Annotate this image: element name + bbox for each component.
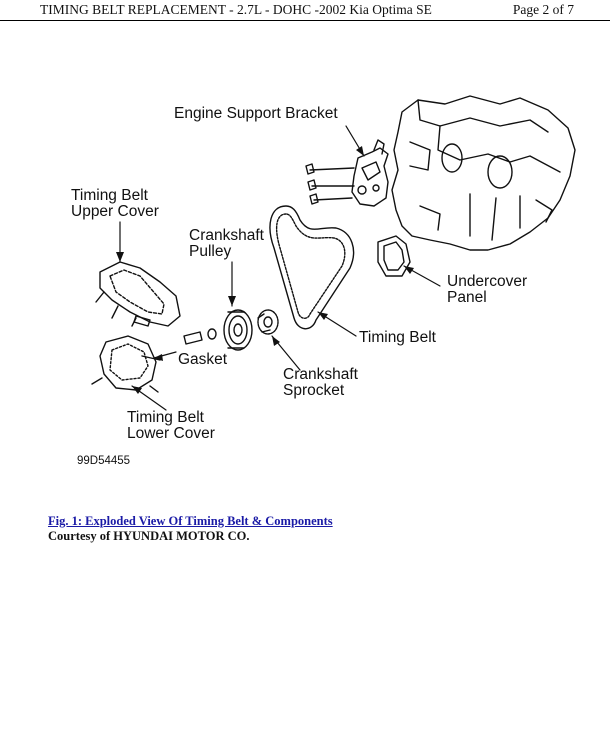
label-crankshaft-pulley-line1: Crankshaft bbox=[189, 227, 264, 244]
figure-id: 99D54455 bbox=[77, 455, 131, 467]
upper-cover-drawing bbox=[95, 261, 181, 327]
figure-caption-link[interactable]: Fig. 1: Exploded View Of Timing Belt & C… bbox=[48, 514, 333, 528]
label-timing-belt-upper-cover-line1: Timing Belt bbox=[71, 187, 148, 204]
label-gasket: Gasket bbox=[178, 351, 228, 368]
page-number: Page 2 of 7 bbox=[512, 2, 574, 17]
label-timing-belt-lower-cover-line1: Timing Belt bbox=[127, 409, 204, 426]
label-crankshaft-pulley-line2: Pulley bbox=[189, 243, 232, 260]
exploded-view-figure: Engine Support Bracket Timing Belt Upper… bbox=[0, 22, 610, 502]
courtesy-line: Courtesy of HYUNDAI MOTOR CO. bbox=[48, 529, 250, 543]
label-engine-support-bracket: Engine Support Bracket bbox=[174, 105, 338, 122]
page-header: TIMING BELT REPLACEMENT - 2.7L - DOHC -2… bbox=[0, 0, 610, 21]
lower-cover-drawing bbox=[91, 335, 159, 393]
label-crankshaft-sprocket-line2: Sprocket bbox=[283, 382, 345, 399]
label-crankshaft-sprocket-line1: Crankshaft bbox=[283, 366, 358, 383]
gasket-drawing bbox=[133, 315, 161, 361]
timing-belt-diagram bbox=[91, 95, 576, 411]
label-timing-belt: Timing Belt bbox=[359, 329, 436, 346]
engine-block-drawing bbox=[391, 95, 576, 251]
label-timing-belt-upper-cover-line2: Upper Cover bbox=[71, 203, 159, 220]
leader-arrowheads bbox=[116, 146, 414, 394]
undercover-panel-drawing bbox=[377, 235, 411, 277]
engine-support-bracket-drawing bbox=[305, 139, 389, 207]
figure-caption: Fig. 1: Exploded View Of Timing Belt & C… bbox=[48, 514, 333, 529]
crankshaft-sprocket-drawing bbox=[257, 309, 279, 335]
label-undercover-panel-line1: Undercover bbox=[447, 273, 528, 290]
label-timing-belt-lower-cover-line2: Lower Cover bbox=[127, 425, 215, 442]
pulley-bolt-drawing bbox=[183, 328, 217, 345]
timing-belt-drawing bbox=[269, 205, 355, 330]
document-title: TIMING BELT REPLACEMENT - 2.7L - DOHC -2… bbox=[40, 2, 432, 17]
crankshaft-pulley-drawing bbox=[223, 309, 253, 351]
label-undercover-panel-line2: Panel bbox=[447, 289, 487, 306]
